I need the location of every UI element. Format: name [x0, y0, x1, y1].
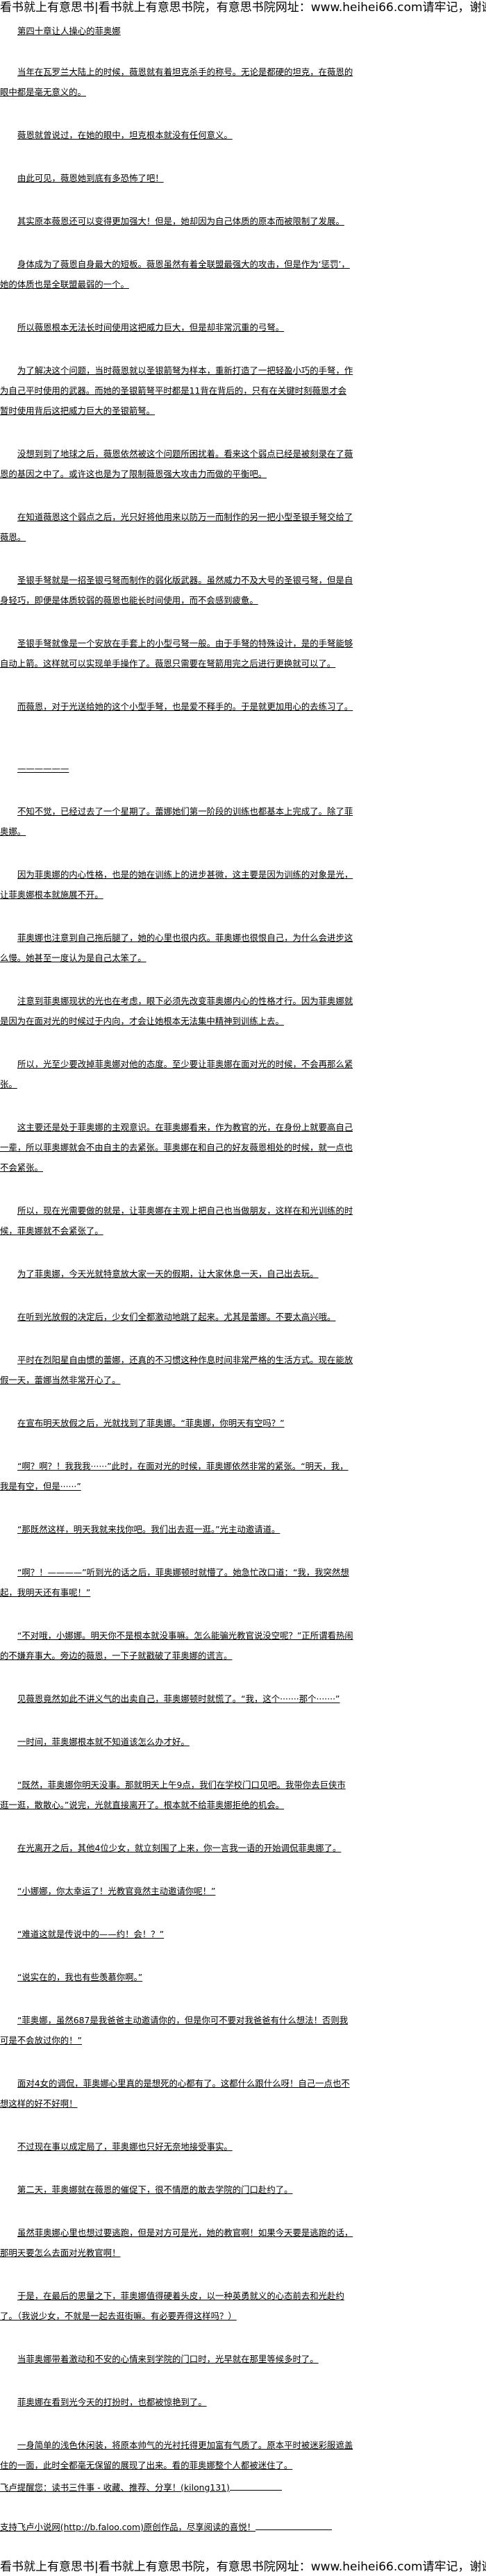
footer: 飞卢提醒您：读书三件事 - 收藏、推荐、分享！(kilong131) 支持飞卢小… [0, 2477, 332, 2557]
paragraph: 没想到到了地球之后，薇恩依然被这个问题所困扰着。看来这个弱点已经是被刻录在了薇恩… [0, 449, 353, 479]
paragraph: 圣银手弩就像是一个安放在手套上的小型弓弩一般。由于手弩的特殊设计，是的手弩能够自… [0, 638, 353, 669]
paragraph: “菲奥娜，虽然687是我爸爸主动邀请你的，但是你可不要对我爸爸有什么想法！否则我… [0, 2015, 349, 2046]
paragraph: “不对哦，小娜娜。明天你不是根本就没事嘛。怎么能骗光教官说没空呢？”正所谓看热闹… [0, 1630, 353, 1661]
site-banner-bottom: 看书就上有意思书|看书就上有意思书院，有意思书院网址：www.heihei66.… [0, 2560, 486, 2574]
paragraph: 所以薇恩根本无法长时间使用这把威力巨大，但是却非常沉重的弓弩。 [17, 322, 285, 333]
section-divider: —————— [17, 763, 69, 773]
paragraph: 圣银手弩就是一招圣银弓弩而制作的弱化版武器。虽然威力不及大号的圣银弓弩，但是自身… [0, 575, 353, 605]
paragraph: 这主要还是处于菲奥娜的主观意识。在菲奥娜看来，作为教官的光，在身份上就要高自己一… [0, 1122, 353, 1173]
paragraph: 第二天，菲奥娜就在薇恩的催促下，很不情愿的敢去学院的门口赴约了。 [17, 2184, 293, 2195]
paragraph: “说实在的，我也有些羡慕你啊。” [17, 1972, 143, 1982]
footer-reminder: 飞卢提醒您：读书三件事 - 收藏、推荐、分享！(kilong131) [0, 2477, 332, 2498]
paragraph: 平时在烈阳星自由惯的蕾娜，还真的不习惯这种作息时间非常严格的生活方式。现在能放假… [0, 1355, 353, 1385]
paragraph: “啊？啊？！我我我······”此时，在面对光的时候，菲奥娜依然非常的紧张。“明… [0, 1461, 349, 1491]
paragraph: 当菲奥娜带着激动和不安的心情来到学院的门口时，光早就在那里等候多时了。 [17, 2354, 319, 2364]
paragraph: 在光离开之后，其他4位少女，就立刻围了上来，你一言我一语的开始调侃菲奥娜了。 [17, 1843, 342, 1853]
paragraph: “小娜娜，你太幸运了！光教官竟然主动邀请你呢！” [17, 1886, 216, 1896]
paragraph: 一时间，菲奥娜根本就不知道该怎么办才好。 [17, 1737, 190, 1747]
paragraph: 不过现在事以成定局了，菲奥娜也只好无奈地接受事实。 [17, 2141, 233, 2152]
footer-support: 支持飞卢小说网(http://b.faloo.com)原创作品，尽享阅读的喜悦！ [0, 2517, 332, 2537]
paragraph: 所以，光至少要改掉菲奥娜对他的态度。至少要让菲奥娜在面对光的时候，不会再那么紧张… [0, 1059, 353, 1089]
paragraph: “那既然这样，明天我就来找你吧。我们出去逛一逛。”光主动邀请道。 [17, 1524, 280, 1534]
paragraph: 在宣布明天放假之后，光就找到了菲奥娜。“菲奥娜，你明天有空吗？” [17, 1418, 285, 1428]
chapter-title: 第四十章让人操心的菲奥娜 [17, 26, 121, 36]
paragraph: 菲奥娜在看到光今天的打扮时，也都被惊艳到了。 [17, 2397, 207, 2407]
paragraph: 因为菲奥娜的内心性格，也是的她在训练上的进步甚微，这主要是因为训练的对象是光，让… [0, 869, 353, 900]
paragraph: 在听到光放假的决定后，少女们全都激动地跳了起来。尤其是蕾娜。不要太高兴哦。 [17, 1312, 336, 1322]
paragraph: 见薇恩竟然如此不讲义气的出卖自己，菲奥娜顿时就慌了。“我，这个·······那个… [17, 1693, 340, 1704]
paragraph: 不知不觉，已经过去了一个星期了。蕾娜她们第一阶段的训练也都基本上完成了。除了菲奥… [0, 806, 353, 837]
paragraph: 在知道薇恩这个弱点之后，光只好将他用来以防万一而制作的另一把小型圣银手弩交给了薇… [0, 512, 353, 542]
site-banner-top: 看书就上有意思书|看书就上有意思书院，有意思书院网址：www.heihei66.… [0, 1, 486, 15]
paragraph: 身体成为了薇恩自身最大的短板。薇恩虽然有着全联盟最强大的攻击，但是作为‘惩罚’，… [0, 259, 350, 290]
footer-reminder-text: 飞卢提醒您：读书三件事 - 收藏、推荐、分享！(kilong131) [0, 2482, 230, 2493]
paragraph: 于是，在最后的思量之下，菲奥娜值得硬着头皮，以一种英勇就义的心态前去和光赴约了。… [0, 2291, 344, 2321]
paragraph: 为了解决这个问题，当时薇恩就以圣银箭弩为样本，重新打造了一把轻盈小巧的手弩，作为… [0, 365, 353, 416]
paragraph: 由此可见，薇恩她到底有多恐怖了吧！ [17, 173, 164, 183]
paragraph: 而薇恩，对于光送给她的这个小型手弩，也是爱不释手的。于是就更加用心的去练习了。 [17, 701, 353, 712]
paragraph: 所以，现在光需要做的就是，让菲奥娜在主观上把自己也当做朋友，这样在和光训练的时候… [0, 1205, 353, 1236]
paragraph: 其实原本薇恩还可以变得更加强大！但是，她却因为自己体质的原本而被限制了发展。 [17, 216, 344, 226]
paragraph: “既然，菲奥娜你明天没事。那就明天上午9点，我们在学校门口见吧。我带你去巨侠市逛… [0, 1780, 346, 1810]
paragraph: 注意到菲奥娜现状的光也在考虑，眼下必须先改变菲奥娜内心的性格才行。因为菲奥娜就是… [0, 996, 353, 1026]
paragraph: “啊？！————”听到光的话之后，菲奥娜顿时就懵了。她急忙改口道：“我，我突然想… [0, 1567, 349, 1598]
paragraph: 一身简单的浅色休闲装，将原本帅气的光衬托得更加富有气质了。原本平时被迷彩服遮盖住… [0, 2440, 353, 2470]
paragraph: 当年在瓦罗兰大陆上的时候，薇恩就有着坦克杀手的称号。无论是都硬的坦克，在薇恩的眼… [0, 67, 353, 97]
paragraph: 菲奥娜也注意到自己拖后腿了，她的心里也很内疚。菲奥娜也很恨自己，为什么会进步这么… [0, 932, 353, 963]
paragraph: 面对4女的调侃，菲奥娜心里真的是想死的心都有了。这都什么跟什么呀！自己一点也不想… [0, 2078, 350, 2109]
footer-support-text: 支持飞卢小说网(http://b.faloo.com)原创作品，尽享阅读的喜悦！ [0, 2522, 255, 2532]
paragraph: 为了菲奥娜，今天光就特意放大家一天的假期，让大家休息一天，自己出去玩。 [17, 1269, 319, 1279]
paragraph: “难道这就是传说中的——约！会！？” [17, 1929, 165, 1939]
paragraph: 薇恩就曾说过，在她的眼中，坦克根本就没有任何意义。 [17, 130, 233, 140]
paragraph: 虽然菲奥娜心里也想过要逃跑，但是对方可是光，她的教官啊！如果今天要是逃跑的话，那… [0, 2227, 353, 2258]
chapter-content: 第四十章让人操心的菲奥娜 当年在瓦罗兰大陆上的时候，薇恩就有着坦克杀手的称号。无… [0, 21, 354, 2498]
